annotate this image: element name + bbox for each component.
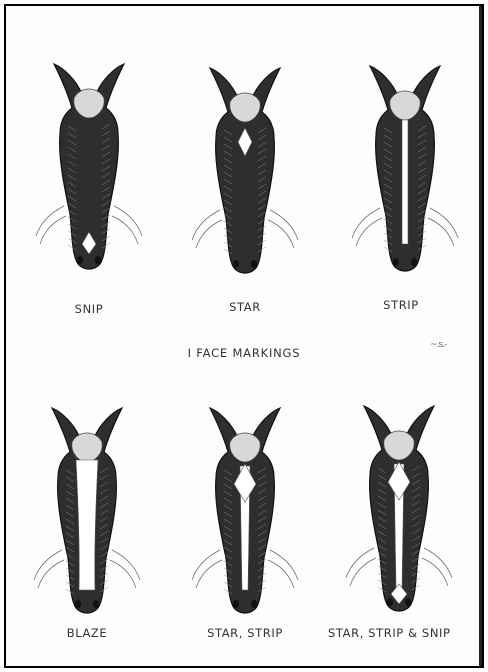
document-page: SNIP STAR STRIP I FACE MARKINGS ~.s.- BL…: [4, 4, 484, 668]
figure-caption: I FACE MARKINGS: [6, 346, 482, 360]
label-star: STAR: [200, 300, 290, 314]
figure-snip: [34, 46, 144, 281]
label-star-strip: STAR, STRIP: [190, 626, 300, 640]
label-strip: STRIP: [356, 298, 446, 312]
figure-blaze: [32, 390, 142, 625]
scan-edge: [479, 6, 482, 666]
label-blaze: BLAZE: [42, 626, 132, 640]
horse-head-strip-icon: [350, 48, 460, 283]
horse-head-star-strip-snip-icon: [344, 388, 454, 623]
horse-head-star-strip-icon: [190, 390, 300, 625]
horse-head-star-icon: [190, 50, 300, 285]
figure-star-strip-snip: [344, 388, 454, 623]
label-snip: SNIP: [44, 302, 134, 316]
figure-star-strip: [190, 390, 300, 625]
label-star-strip-snip: STAR, STRIP & SNIP: [328, 626, 484, 640]
figure-strip: [350, 48, 460, 283]
horse-head-snip-icon: [34, 46, 144, 281]
figure-star: [190, 50, 300, 285]
scan-mark: ~.s.-: [430, 340, 446, 350]
horse-head-blaze-icon: [32, 390, 142, 625]
